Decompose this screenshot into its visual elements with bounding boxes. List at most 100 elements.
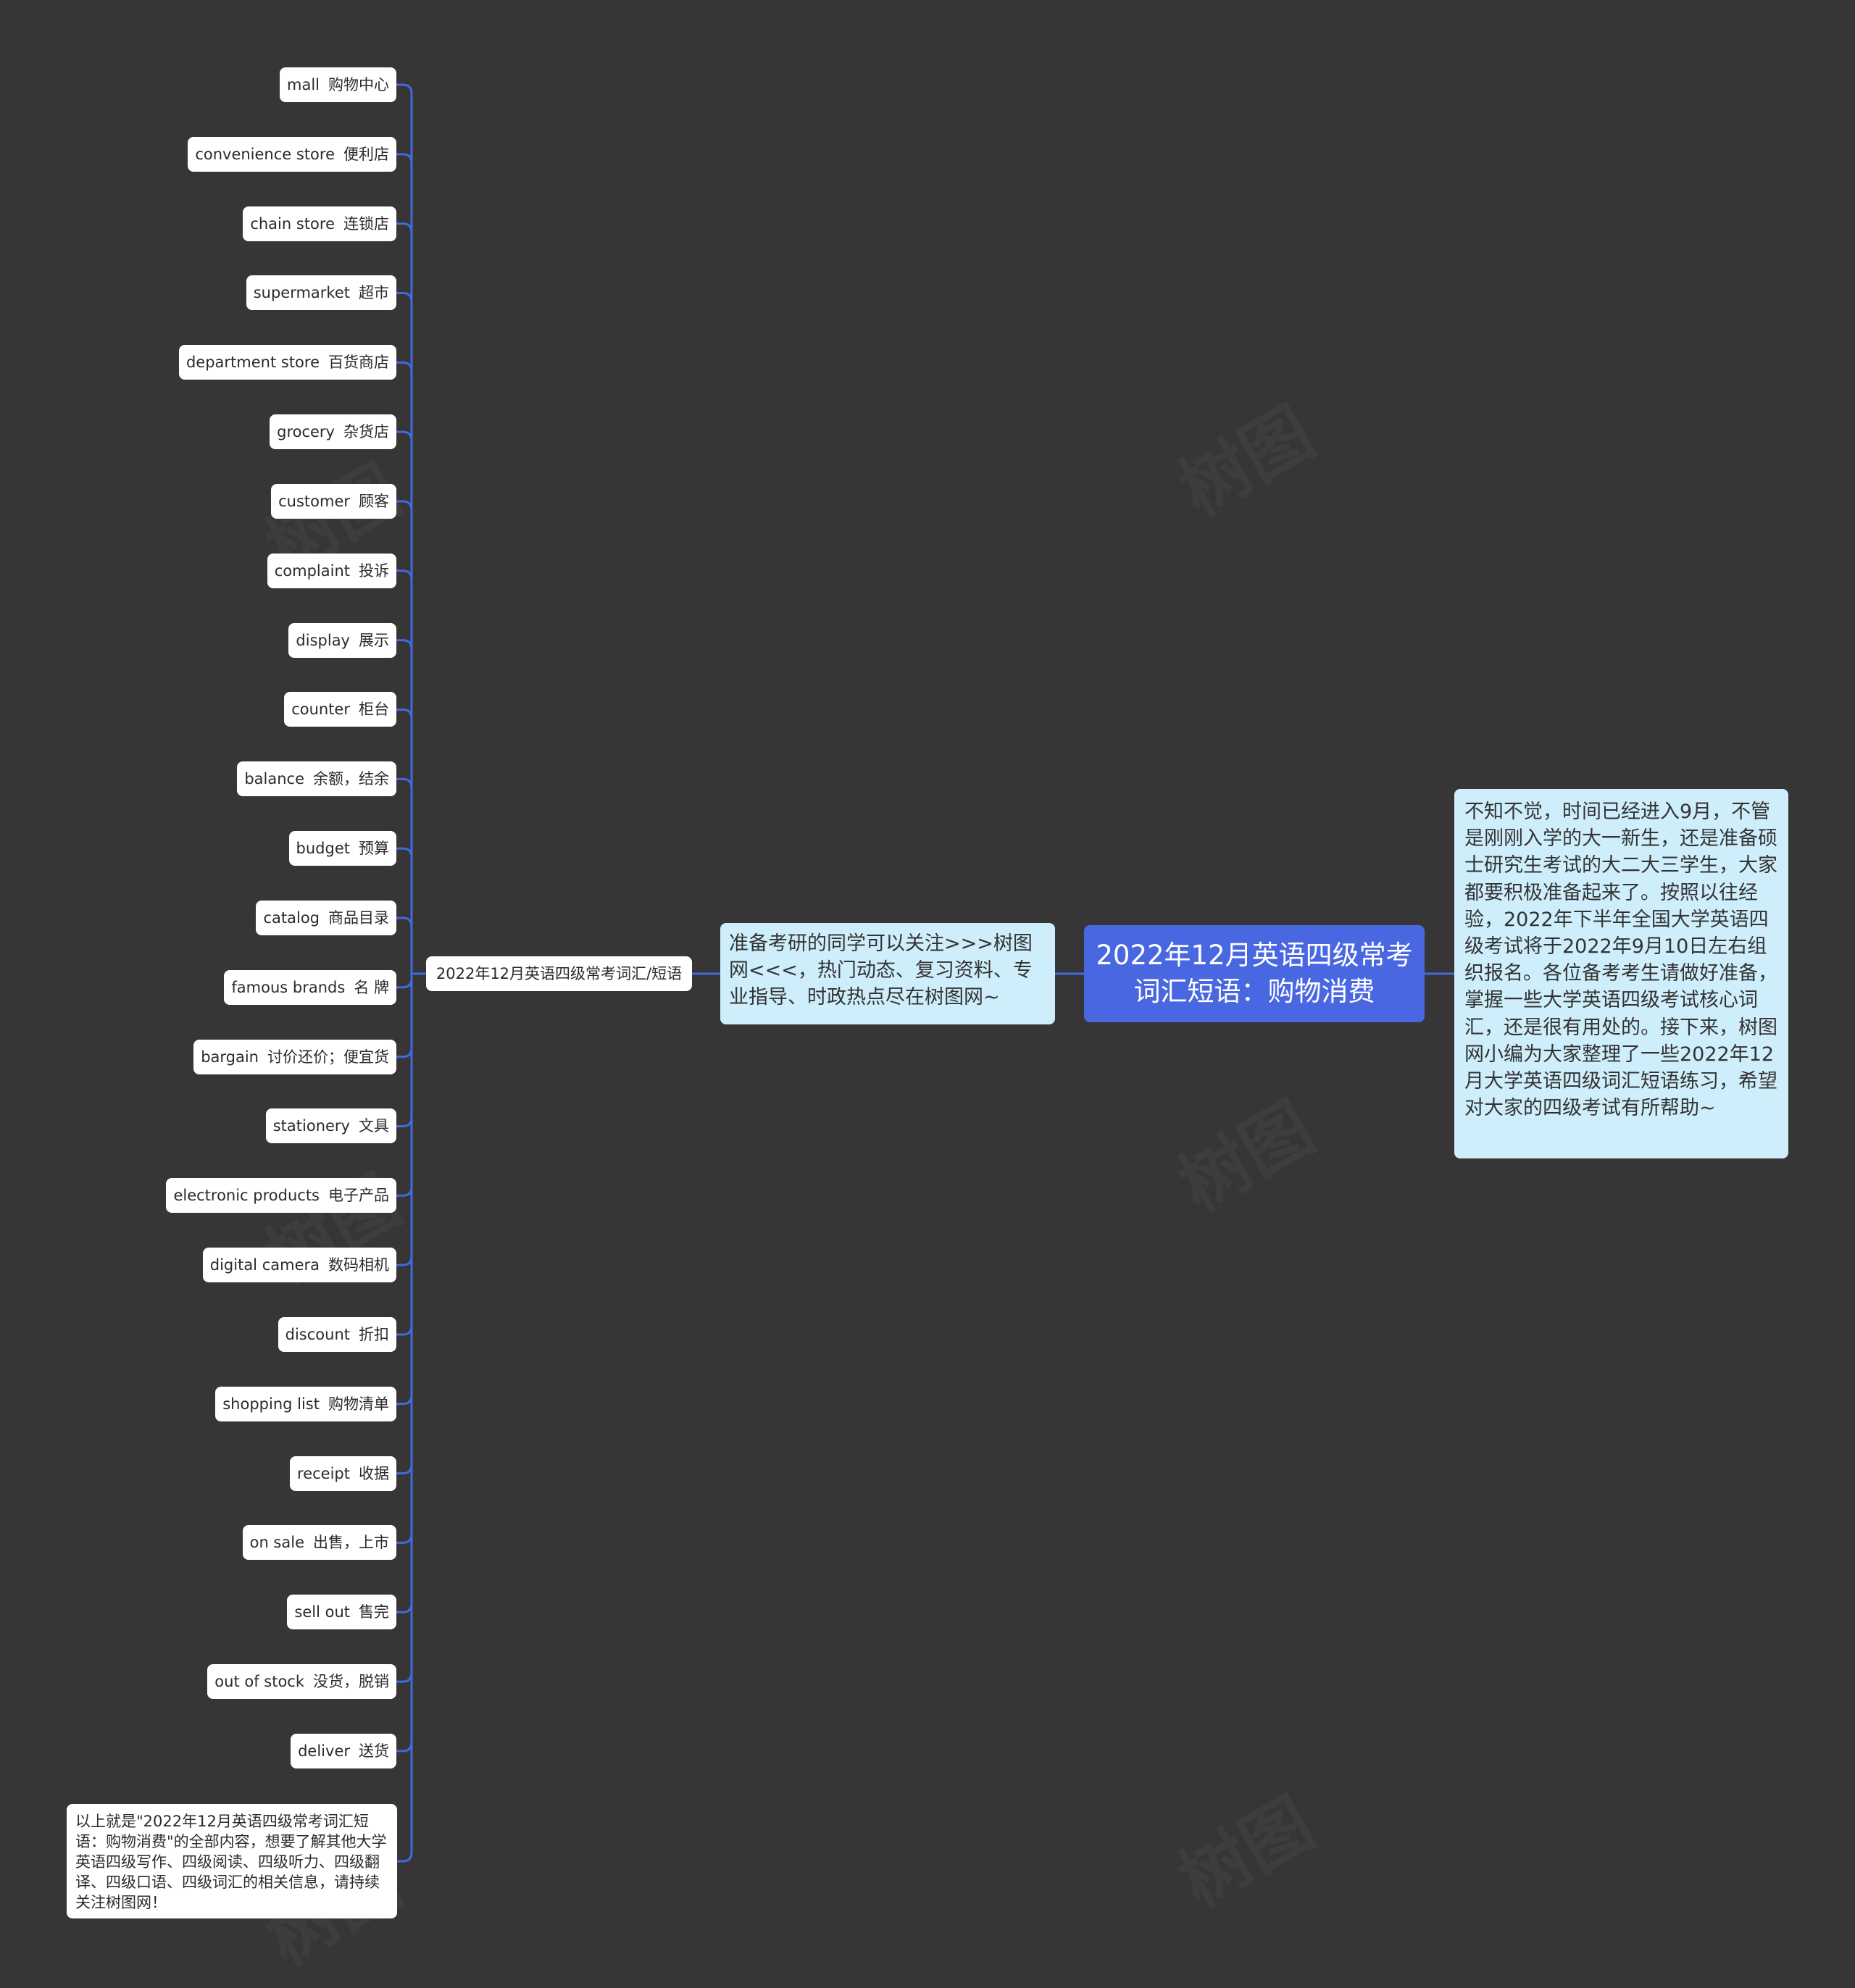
vocab-english: supermarket [253,284,350,302]
vocab-english: balance [244,770,304,788]
vocab-node[interactable]: counter 柜台 [284,692,396,727]
vocab-node[interactable]: complaint 投诉 [267,553,396,588]
vocab-chinese: 收据 [359,1464,389,1482]
vocab-english: shopping list [222,1395,320,1413]
summary-text: 以上就是"2022年12月英语四级常考词汇短语：购物消费"的全部内容，想要了解其… [75,1813,387,1911]
vocab-chinese: 便利店 [343,145,389,163]
vocab-node[interactable]: shopping list 购物清单 [215,1386,396,1421]
leaf-connector [396,153,426,975]
vocab-chinese: 柜台 [359,701,389,719]
vocab-node[interactable]: chain store 连锁店 [243,206,396,241]
vocab-english: electronic products [173,1187,320,1205]
vocab-chinese: 售完 [359,1603,389,1621]
vocab-chinese: 购物清单 [328,1395,389,1413]
vocab-node[interactable]: sell out 售完 [287,1595,396,1630]
root-title: 2022年12月英语四级常考词汇短语：购物消费 [1096,940,1413,1007]
vocab-chinese: 购物中心 [328,76,389,93]
vocab-chinese: 顾客 [359,492,389,510]
vocab-node[interactable]: supermarket 超市 [246,275,396,311]
branch-label: 2022年12月英语四级常考词汇/短语 [435,965,683,982]
vocab-english: convenience store [195,145,335,163]
vocab-node[interactable]: famous brands 名 牌 [224,969,396,1005]
promo-text: 准备考研的同学可以关注>>>树图网<<<，热门动态、复习资料、专业指导、时政热点… [729,932,1033,1008]
vocab-node[interactable]: bargain 讨价还价；便宜货 [193,1039,396,1074]
vocab-english: budget [296,840,350,858]
vocab-node[interactable]: budget 预算 [288,831,396,866]
vocab-node[interactable]: balance 余额，结余 [237,761,396,797]
vocab-english: digital camera [209,1256,320,1274]
vocab-node[interactable]: electronic products 电子产品 [166,1178,396,1214]
vocab-english: famous brands [231,978,346,996]
vocab-english: receipt [297,1464,350,1482]
vocab-english: department store [186,354,320,372]
vocab-chinese: 展示 [359,631,389,649]
vocab-english: on sale [249,1534,304,1552]
vocab-chinese: 连锁店 [343,214,389,233]
vocab-chinese: 商品目录 [328,909,389,927]
vocab-english: sell out [294,1603,350,1621]
vocab-node[interactable]: catalog 商品目录 [256,900,396,935]
leaf-connector [396,291,426,975]
leaf-connector [396,361,426,975]
vocab-english: display [296,631,350,649]
leaf-connector [396,777,426,975]
vocab-chinese: 百货商店 [328,354,389,372]
leaf-connector [396,500,426,975]
vocab-chinese: 数码相机 [328,1256,389,1274]
leaf-connector [396,222,426,975]
vocab-english: complaint [274,561,350,580]
vocab-chinese: 名 牌 [354,978,389,996]
leaf-connector [396,708,426,975]
vocab-english: grocery [277,423,335,441]
vocab-chinese: 折扣 [359,1325,389,1343]
vocab-chinese: 电子产品 [328,1187,389,1205]
leaf-connector [396,430,426,975]
leaf-connector [396,83,426,975]
description-text: 不知不觉，时间已经进入9月，不管是刚刚入学的大一新生，还是准备硕士研究生考试的大… [1464,801,1777,1120]
vocab-chinese: 送货 [359,1742,389,1760]
vocab-english: chain store [250,214,335,233]
vocab-english: out of stock [214,1673,304,1691]
summary-node[interactable]: 以上就是"2022年12月英语四级常考词汇短语：购物消费"的全部内容，想要了解其… [67,1804,397,1918]
vocab-english: bargain [201,1048,259,1066]
promo-node[interactable]: 准备考研的同学可以关注>>>树图网<<<，热门动态、复习资料、专业指导、时政热点… [720,923,1055,1024]
vocab-node[interactable]: discount 折扣 [278,1316,396,1352]
vocab-chinese: 杂货店 [343,423,389,441]
vocab-node[interactable]: convenience store 便利店 [188,136,396,172]
vocab-chinese: 文具 [359,1117,389,1135]
vocab-node[interactable]: on sale 出售，上市 [242,1525,396,1561]
vocab-chinese: 没货，脱销 [313,1673,389,1691]
vocab-node[interactable]: grocery 杂货店 [270,414,396,450]
vocab-chinese: 出售，上市 [313,1534,389,1552]
root-node[interactable]: 2022年12月英语四级常考词汇短语：购物消费 [1084,925,1425,1022]
vocab-chinese: 投诉 [359,561,389,580]
vocab-node[interactable]: display 展示 [288,622,396,658]
vocab-node[interactable]: department store 百货商店 [178,345,396,380]
vocab-node[interactable]: stationery 文具 [265,1108,396,1144]
vocab-english: stationery [272,1117,350,1135]
leaf-connector [396,916,426,975]
vocab-node[interactable]: mall 购物中心 [280,67,396,102]
vocab-english: mall [287,76,320,93]
vocab-node[interactable]: digital camera 数码相机 [202,1248,396,1283]
vocab-node[interactable]: deliver 送货 [291,1733,396,1768]
vocab-chinese: 超市 [359,284,389,302]
vocab-node[interactable]: receipt 收据 [290,1456,396,1491]
vocab-english: catalog [263,909,320,927]
vocab-chinese: 讨价还价；便宜货 [267,1048,389,1066]
leaf-connector [396,847,426,975]
leaf-connector [396,569,426,975]
leaf-connector [396,972,426,1863]
branch-node[interactable]: 2022年12月英语四级常考词汇/短语 [426,956,692,991]
vocab-english: counter [291,701,350,719]
description-node[interactable]: 不知不觉，时间已经进入9月，不管是刚刚入学的大一新生，还是准备硕士研究生考试的大… [1454,789,1788,1158]
vocab-node[interactable]: customer 顾客 [271,483,396,519]
vocab-node[interactable]: out of stock 没货，脱销 [207,1664,396,1700]
vocab-english: deliver [298,1742,350,1760]
vocab-chinese: 预算 [359,840,389,858]
vocab-chinese: 余额，结余 [313,770,389,788]
vocab-english: discount [285,1325,350,1343]
vocab-english: customer [278,492,350,510]
leaf-connector [396,639,426,975]
